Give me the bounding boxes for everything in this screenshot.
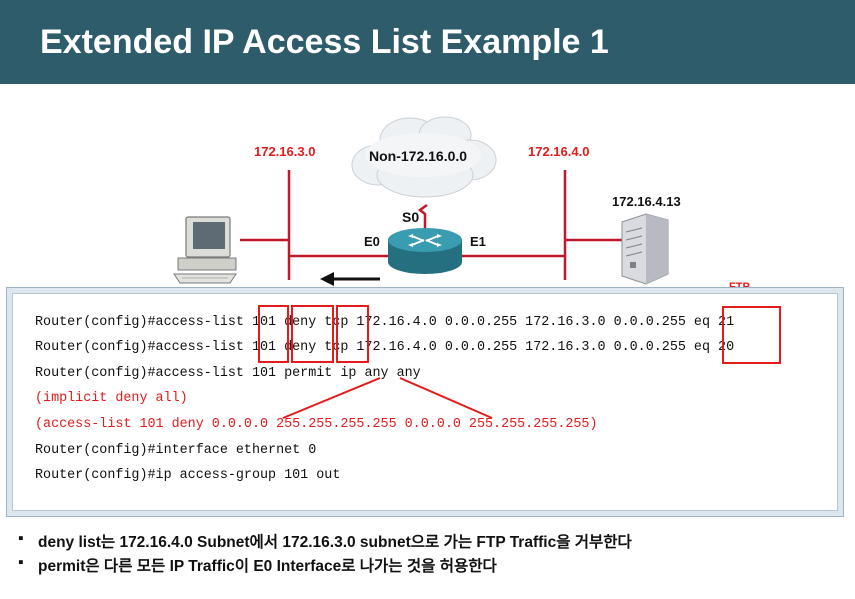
server-icon bbox=[621, 213, 669, 285]
highlight-list-number bbox=[258, 305, 289, 363]
e1-interface-label: E1 bbox=[470, 234, 486, 249]
code-line-implicit-rule: (access-list 101 deny 0.0.0.0 255.255.25… bbox=[35, 417, 598, 432]
left-network-label: 172.16.3.0 bbox=[254, 144, 316, 159]
highlight-protocol bbox=[336, 305, 369, 363]
server-ip-label: 172.16.4.13 bbox=[612, 194, 681, 209]
cloud-label: Non-172.16.0.0 bbox=[369, 148, 468, 164]
bullet-text: deny list는 172.16.4.0 Subnet에서 172.16.3.… bbox=[38, 534, 632, 551]
code-line: Router(config)#ip access-group 101 out bbox=[35, 468, 341, 483]
cloud-icon bbox=[351, 116, 497, 198]
slide-title: Extended IP Access List Example 1 bbox=[40, 23, 609, 61]
highlight-deny bbox=[291, 305, 334, 363]
e0-interface-label: E0 bbox=[364, 234, 380, 249]
bullet-text: permit은 다른 모든 IP Traffic이 E0 Interface로 … bbox=[38, 558, 497, 575]
code-line: Router(config)#access-list 101 deny tcp … bbox=[35, 340, 735, 355]
bullet-marker: ▪ bbox=[18, 530, 24, 547]
code-line: Router(config)#access-list 101 deny tcp … bbox=[35, 315, 735, 330]
network-diagram bbox=[173, 116, 669, 286]
ftp-label: FTP bbox=[729, 281, 750, 293]
computer-icon bbox=[173, 216, 237, 284]
traffic-arrow-icon bbox=[320, 272, 380, 286]
serial-interface-label: S0 bbox=[402, 209, 420, 225]
code-line: Router(config)#access-list 101 permit ip… bbox=[35, 366, 421, 381]
title-bar: Extended IP Access List Example 1 bbox=[0, 0, 855, 84]
router-icon bbox=[388, 228, 462, 274]
code-line-implicit: (implicit deny all) bbox=[35, 391, 188, 406]
config-code-panel: Router(config)#access-list 101 deny tcp … bbox=[12, 293, 838, 511]
serial-link bbox=[417, 203, 428, 233]
right-network-label: 172.16.4.0 bbox=[528, 144, 590, 159]
bullet-marker: ▪ bbox=[18, 554, 24, 571]
highlight-ftp-port bbox=[722, 306, 781, 364]
code-line: Router(config)#interface ethernet 0 bbox=[35, 443, 317, 458]
